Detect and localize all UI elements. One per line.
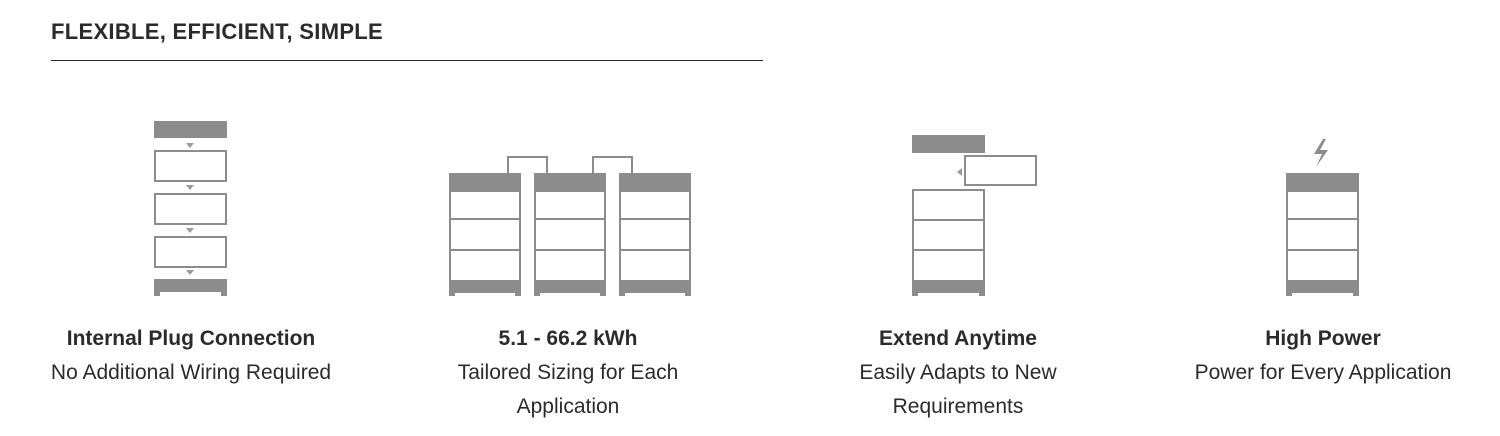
feature-title: High Power xyxy=(1265,327,1381,350)
feature-title: Internal Plug Connection xyxy=(66,327,316,350)
feature-high-power: High Power Power for Every Application xyxy=(1195,322,1452,390)
feature-title: 5.1 - 66.2 kWh xyxy=(498,327,638,350)
extend-module-icon xyxy=(912,135,1037,296)
lightning-tower-icon xyxy=(1286,139,1359,296)
feature-extend: Extend Anytime Easily Adapts to New Requ… xyxy=(859,322,1056,424)
feature-subtitle-line2: Requirements xyxy=(892,395,1024,418)
feature-subtitle: Easily Adapts to New xyxy=(859,361,1057,384)
feature-subtitle: No Additional Wiring Required xyxy=(50,361,332,384)
heading-divider xyxy=(51,60,763,61)
feature-title: Extend Anytime xyxy=(879,327,1037,350)
feature-capacity: 5.1 - 66.2 kWh Tailored Sizing for Each … xyxy=(458,322,679,424)
feature-internal-plug: Internal Plug Connection No Additional W… xyxy=(51,322,331,390)
section-heading: FLEXIBLE, EFFICIENT, SIMPLE xyxy=(51,19,384,44)
feature-subtitle: Power for Every Application xyxy=(1194,361,1452,384)
feature-subtitle-line2: Application xyxy=(516,395,620,418)
stacked-modules-icon xyxy=(154,121,227,296)
parallel-towers-icon xyxy=(449,156,691,296)
feature-subtitle: Tailored Sizing for Each xyxy=(457,361,679,384)
